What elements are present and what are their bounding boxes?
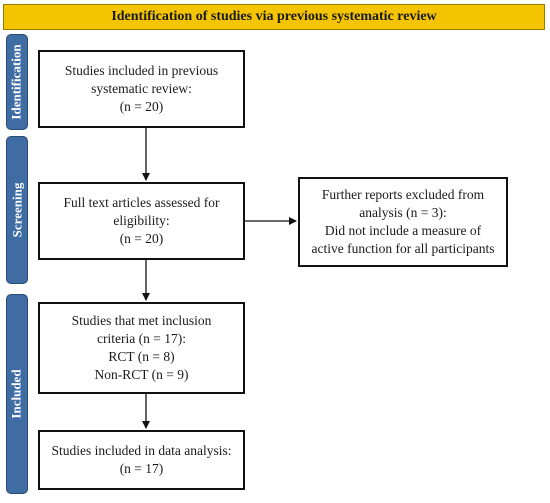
box-line: Studies included in previous	[64, 63, 219, 79]
box-line: Non-RCT (n = 9)	[94, 366, 189, 382]
box-full-text-assessed: Full text articles assessed for eligibil…	[38, 182, 245, 260]
box-line: active function for all participants	[311, 240, 495, 256]
box-previous-review: Studies included in previous systematic …	[38, 50, 245, 128]
phase-screening-label: Screening	[9, 182, 24, 238]
phase-included: Included	[6, 294, 28, 494]
box-data-analysis: Studies included in data analysis: (n = …	[38, 430, 245, 490]
phase-identification: Identification	[6, 34, 28, 130]
box-line: RCT (n = 8)	[108, 349, 175, 364]
title-banner: Identification of studies via previous s…	[3, 4, 545, 30]
phase-screening: Screening	[6, 136, 28, 284]
box-line: (n = 17)	[119, 461, 164, 476]
phase-identification-label: Identification	[9, 44, 24, 120]
box-line: eligibility:	[113, 213, 170, 229]
box-line: Further reports excluded from	[321, 187, 485, 203]
box-line: Studies included in data analysis:	[51, 443, 232, 459]
box-excluded-reports: Further reports excluded from analysis (…	[298, 177, 508, 267]
box-met-inclusion: Studies that met inclusion criteria (n =…	[38, 302, 245, 394]
box-line: Full text articles assessed for	[63, 195, 220, 211]
box-line: (n = 20)	[119, 98, 164, 114]
box-line: systematic review:	[91, 81, 192, 97]
box-line: Did not include a measure of	[324, 223, 482, 238]
box-line: analysis (n = 3):	[359, 205, 447, 221]
phase-included-label: Included	[9, 369, 25, 419]
box-line: Studies that met inclusion	[71, 313, 212, 329]
diagram-title: Identification of studies via previous s…	[111, 9, 437, 24]
box-line: criteria (n = 17):	[97, 331, 186, 347]
box-line: (n = 20)	[119, 230, 164, 246]
